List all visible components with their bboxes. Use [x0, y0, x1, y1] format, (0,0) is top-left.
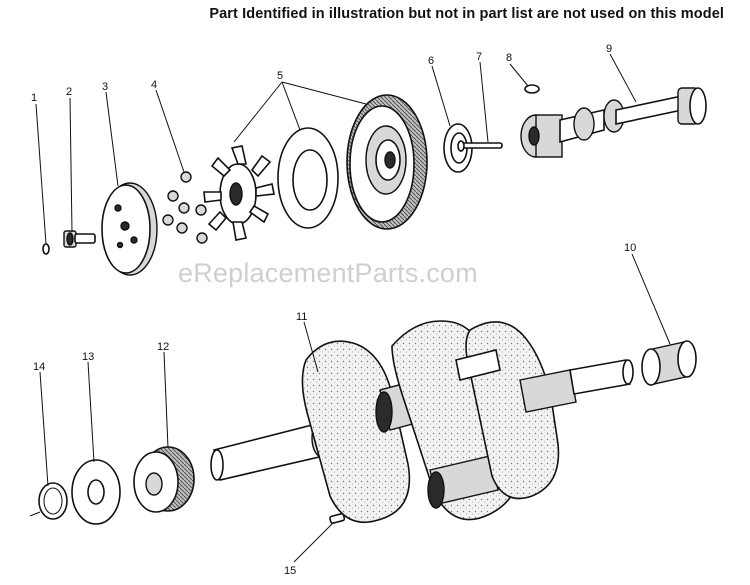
part-12-crank-gear	[133, 446, 195, 513]
part-15-key	[329, 512, 346, 525]
callout-3: 3	[102, 81, 108, 93]
part-8-key	[524, 84, 540, 94]
callout-5: 5	[277, 70, 283, 82]
leader-lines	[35, 53, 671, 563]
part-14-snap-ring	[29, 482, 68, 520]
callout-11: 11	[296, 311, 307, 323]
callout-1: 1	[31, 92, 37, 104]
part-1-retaining-ring	[42, 243, 50, 255]
callout-12: 12	[157, 341, 169, 353]
part-9-camshaft	[520, 87, 707, 158]
callout-7: 7	[476, 51, 482, 63]
part-13-washer	[71, 459, 121, 525]
part-5-washer	[277, 127, 339, 229]
callout-6: 6	[428, 55, 434, 67]
part-3-governor-plate	[101, 182, 158, 276]
part-2-bolt	[63, 230, 96, 248]
part-10-bushing	[641, 340, 697, 386]
part-4-balls	[162, 171, 208, 244]
header-note: Part Identified in illustration but not …	[209, 6, 724, 22]
callout-9: 9	[606, 43, 612, 55]
part-5-cam-gear	[346, 94, 428, 230]
callout-10: 10	[624, 242, 636, 254]
callout-8: 8	[506, 52, 512, 64]
callout-14: 14	[33, 361, 45, 373]
part-11-crankshaft	[210, 320, 634, 524]
part-7-pin	[457, 140, 503, 152]
callout-15: 15	[284, 565, 296, 577]
watermark: eReplacementParts.com	[178, 258, 478, 288]
part-5-spider	[203, 145, 275, 241]
callout-labels: 1 2 3 4 5 6 7 8 9 10 11 12 13 14 15	[31, 43, 636, 577]
callout-13: 13	[82, 351, 94, 363]
callout-2: 2	[66, 86, 72, 98]
callout-4: 4	[151, 79, 157, 91]
